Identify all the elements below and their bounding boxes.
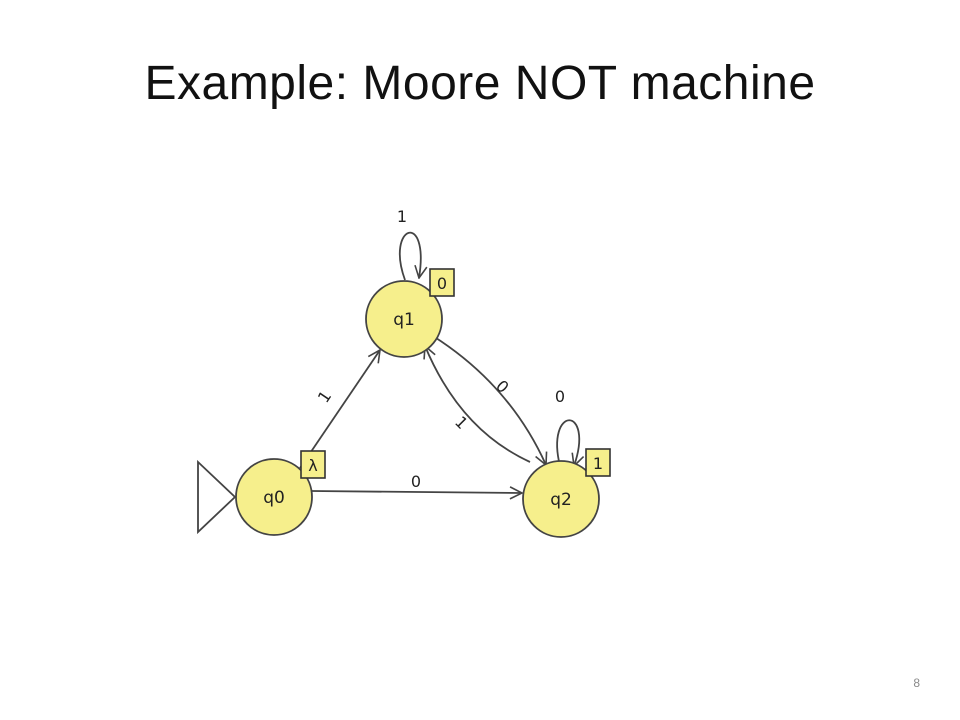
- state-label: q1: [393, 310, 415, 330]
- edge-q0-q2: [311, 491, 522, 493]
- page-number: 8: [913, 676, 920, 690]
- edge-q1-self: [399, 231, 421, 281]
- edge-q2-self: [556, 419, 579, 466]
- edge-label-q1-q2: 0: [492, 376, 513, 397]
- edge-label-q0-q1: 1: [314, 387, 335, 406]
- output-label: 1: [593, 454, 603, 473]
- state-q0: q0: [235, 458, 313, 536]
- edge-q2-q1: [425, 346, 531, 463]
- output-label: λ: [308, 456, 317, 475]
- edge-label-q1-self: 1: [397, 207, 407, 226]
- edge-label-q0-q2: 0: [411, 472, 421, 491]
- state-label: q0: [263, 488, 285, 508]
- state-label: q2: [550, 490, 572, 510]
- output-label: 0: [437, 274, 447, 293]
- edge-q1-q2: [432, 335, 546, 465]
- initial-state-marker: [197, 459, 237, 535]
- edge-label-q2-self: 0: [555, 387, 565, 406]
- state-q2: q2: [522, 460, 600, 538]
- output-box-q2: 1: [585, 448, 611, 477]
- slide-title: Example: Moore NOT machine: [144, 57, 816, 110]
- state-q1: q1: [365, 280, 443, 358]
- output-box-q1: 0: [429, 268, 455, 297]
- edge-q0-q1: [299, 350, 380, 469]
- output-box-q0: λ: [300, 450, 326, 479]
- edge-label-q2-q1: 1: [451, 412, 472, 433]
